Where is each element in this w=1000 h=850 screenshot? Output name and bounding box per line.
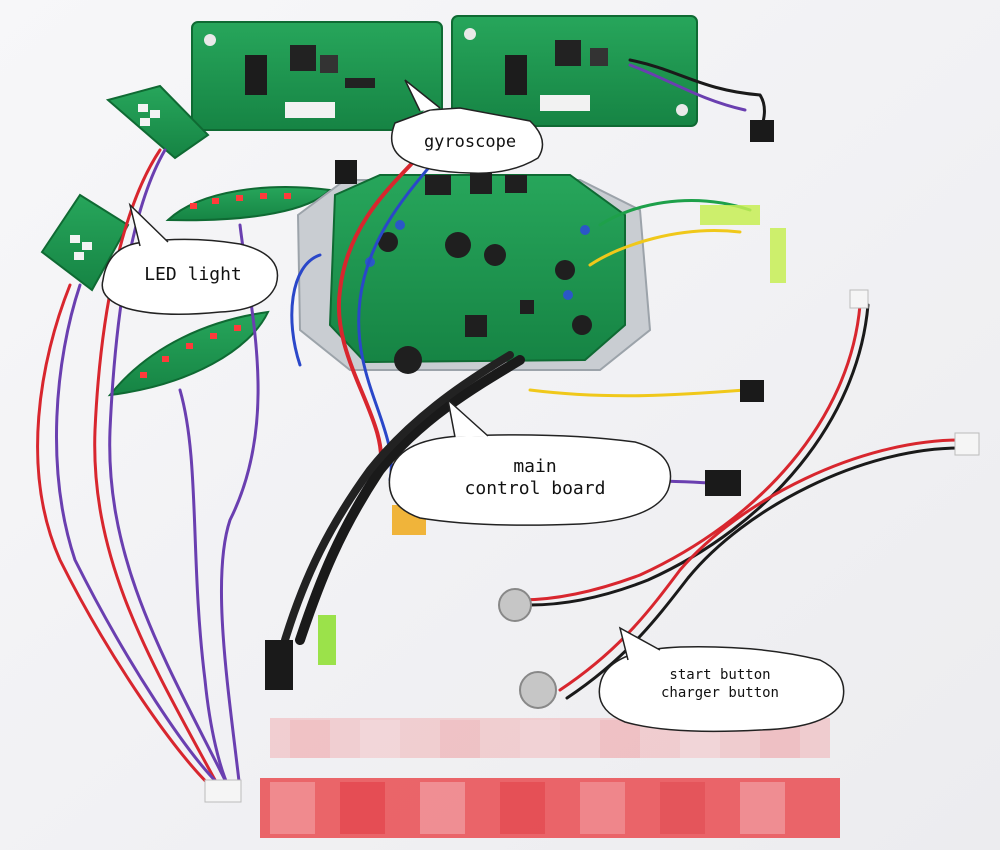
label-led-light: LED light xyxy=(144,264,242,285)
main-control-board xyxy=(296,172,652,374)
gyroscope-board-right xyxy=(451,15,698,127)
gyroscope-board-left xyxy=(191,21,443,131)
callout-led-light xyxy=(101,202,279,315)
led-board-top xyxy=(105,84,210,160)
pixelated-watermark xyxy=(260,718,840,838)
label-main-control-board: main control board xyxy=(464,456,606,499)
callout-gyroscope xyxy=(390,79,544,174)
callout-main-control-board xyxy=(388,397,672,526)
label-start-charger: start button charger button xyxy=(660,667,779,701)
led-board-left xyxy=(40,193,130,292)
label-gyroscope: gyroscope xyxy=(423,132,517,152)
connectors xyxy=(204,120,980,803)
callout-start-charger xyxy=(598,626,845,733)
led-strip-lower xyxy=(107,310,270,397)
wire-harness xyxy=(36,58,962,792)
